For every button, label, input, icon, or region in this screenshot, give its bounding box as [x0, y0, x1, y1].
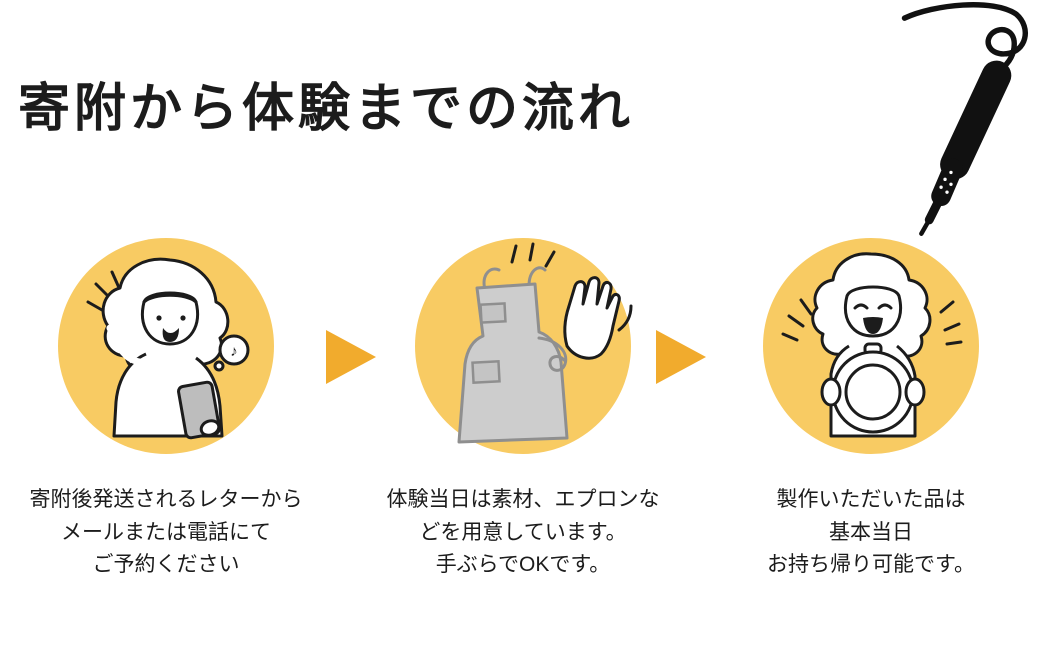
woman-checking-phone-icon: ♪: [86, 257, 250, 440]
step-2-circle: [415, 238, 633, 454]
step-3-circle: [763, 238, 979, 454]
apron-and-gloves-icon: [457, 242, 633, 444]
arrow-right-icon: [656, 330, 706, 384]
woodburning-pen-icon: [901, 2, 1028, 236]
step-2-caption: 体験当日は素材、エプロンな どを用意しています。 手ぶらでOKです。: [386, 488, 660, 577]
page-title: 寄附から体験までの流れ: [18, 80, 635, 138]
step-1-circle: ♪: [58, 238, 274, 454]
arrow-right-icon: [326, 330, 376, 384]
step-1-caption: 寄附後発送されるレターから メールまたは電話にて ご予約ください: [29, 488, 303, 577]
step-3-caption: 製作いただいた品は 基本当日 お持ち帰り可能です。: [767, 488, 975, 577]
woman-holding-finished-piece-icon: [781, 252, 963, 438]
step-1: ♪ 寄附後発送されるレターから メールまたは電話にて ご予約ください: [0, 238, 332, 582]
step-3: 製作いただいた品は 基本当日 お持ち帰り可能です。: [702, 238, 1040, 582]
music-note-glyph: ♪: [230, 343, 238, 360]
step-2: 体験当日は素材、エプロンな どを用意しています。 手ぶらでOKです。: [352, 238, 694, 582]
